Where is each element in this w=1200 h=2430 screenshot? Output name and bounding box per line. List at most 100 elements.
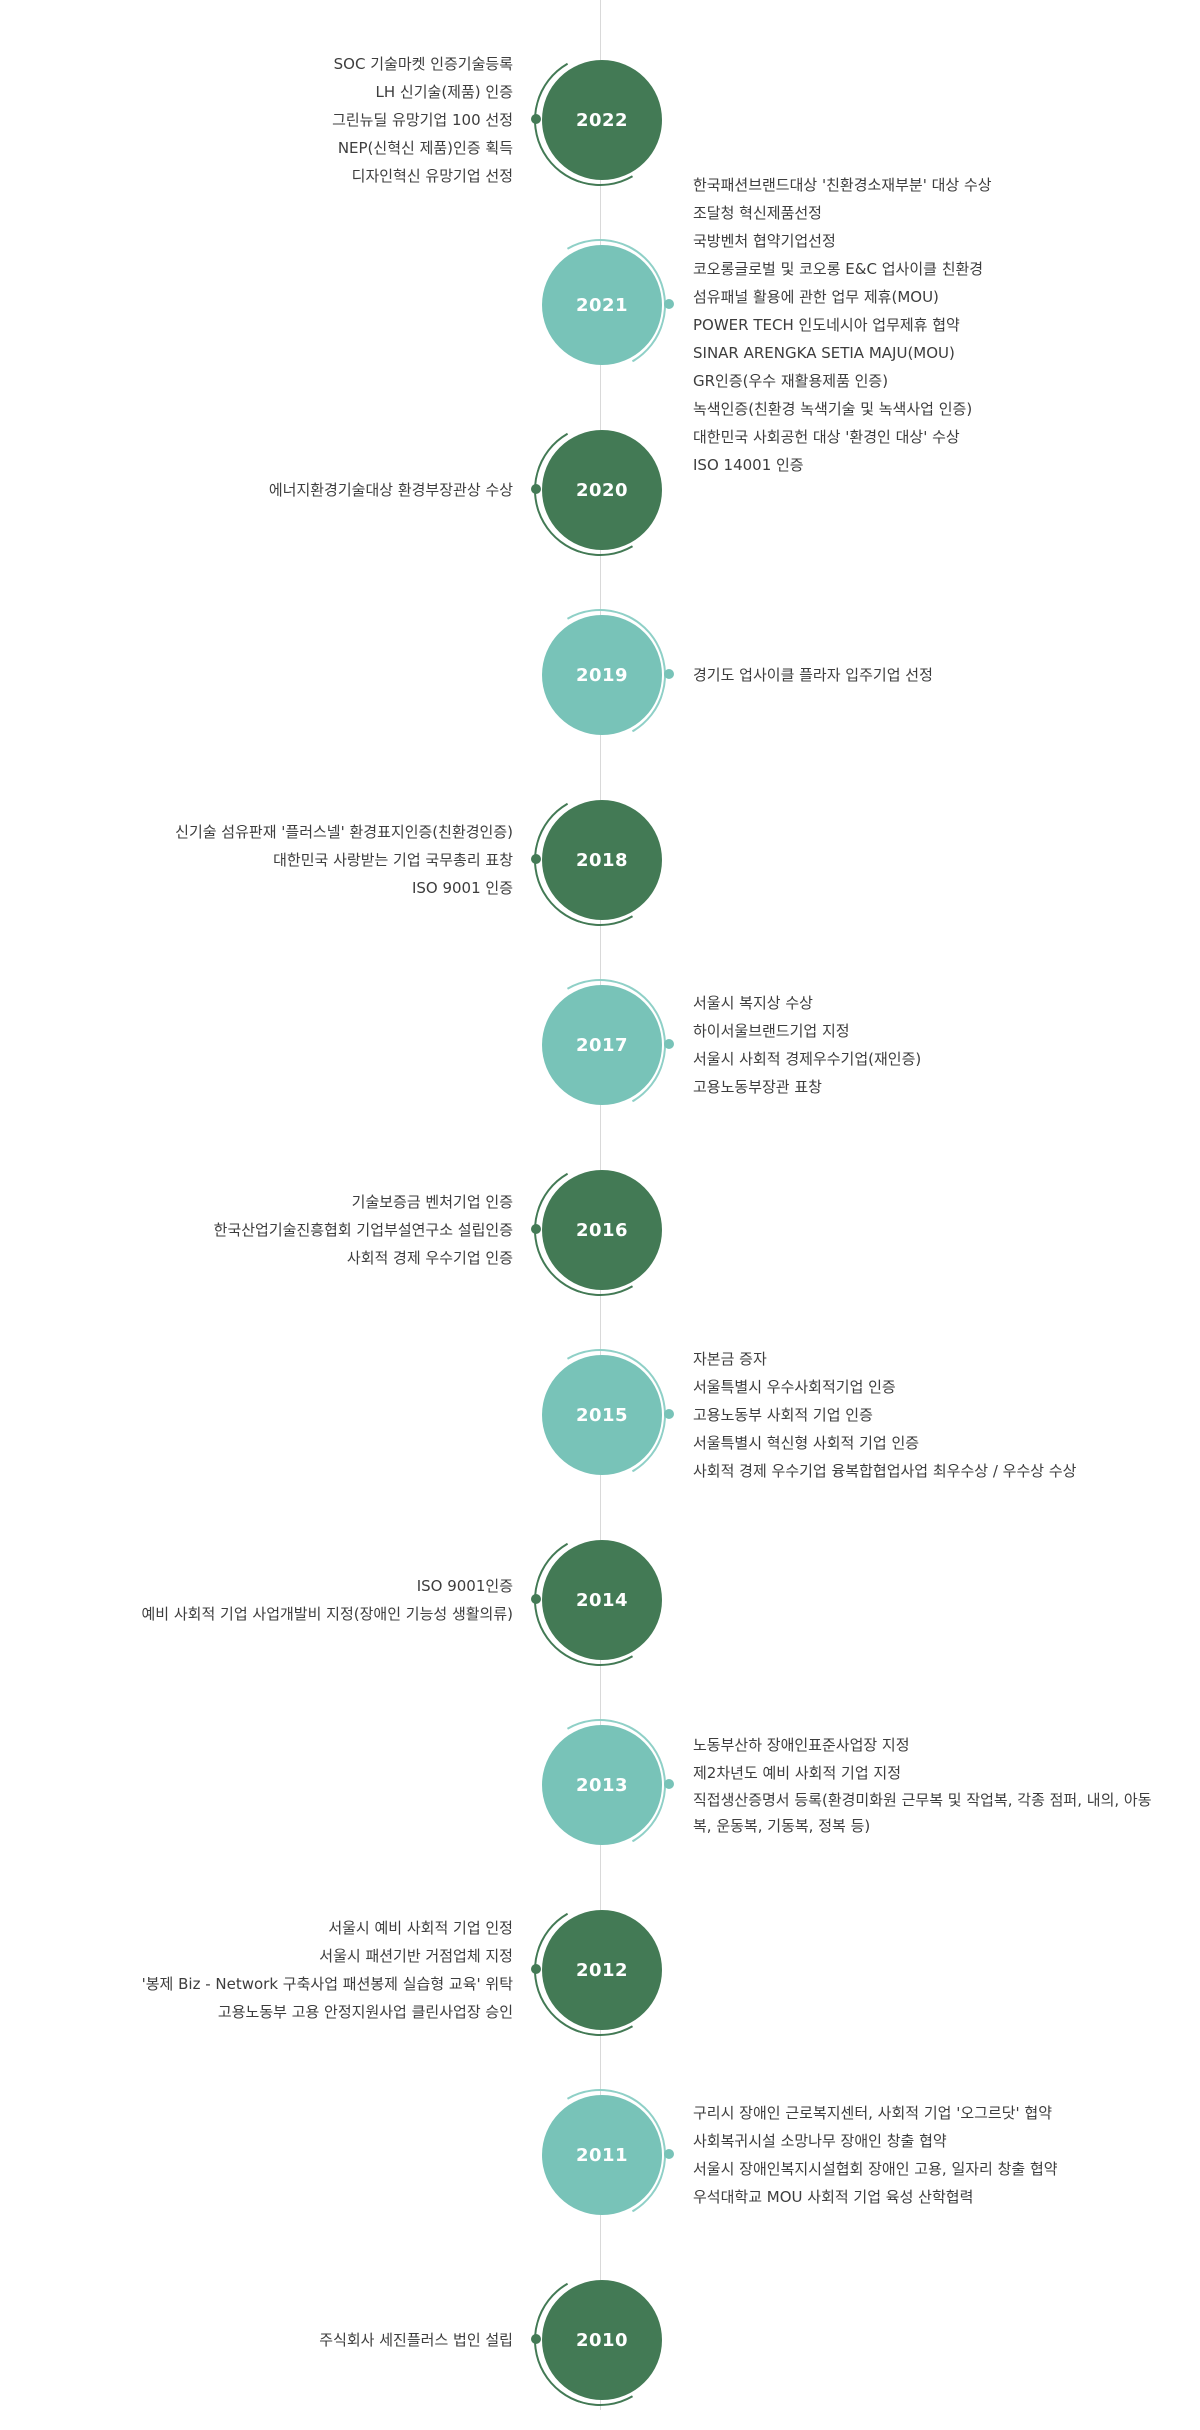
milestone-item: '봉제 Biz - Network 구축사업 패션봉제 실습형 교육' 위탁 [141,1975,513,1993]
milestone-item: 서울시 복지상 수상 [693,994,813,1012]
milestone-item: 예비 사회적 기업 사업개발비 지정(장애인 기능성 생활의류) [141,1605,513,1623]
year-badge: 2020 [542,430,662,550]
timeline-entry: 2020 에너지환경기술대상 환경부장관상 수상 [0,400,1200,580]
milestone-item: 한국패션브랜드대상 '친환경소재부분' 대상 수상 [693,176,992,194]
milestone-item: 에너지환경기술대상 환경부장관상 수상 [268,481,513,499]
connector-dot [531,1594,541,1604]
milestone-list: 경기도 업사이클 플라자 입주기업 선정 [693,661,1153,689]
connector-dot [531,484,541,494]
year-badge: 2019 [542,615,662,735]
milestone-item: 국방벤처 협약기업선정 [693,232,836,250]
milestone-item: 사회복귀시설 소망나무 장애인 창출 협약 [693,2132,947,2150]
milestone-item: 고용노동부 사회적 기업 인증 [693,1406,873,1424]
year-badge: 2018 [542,800,662,920]
connector-dot [531,1224,541,1234]
milestone-item: 조달청 혁신제품선정 [693,204,822,222]
milestone-item: ISO 14001 인증 [693,456,804,474]
milestone-item: ISO 9001 인증 [411,879,513,897]
connector-dot [531,2334,541,2344]
connector-dot [664,2149,674,2159]
milestone-item: 서울시 예비 사회적 기업 인정 [328,1919,513,1937]
milestone-item: 기술보증금 벤처기업 인증 [351,1193,513,1211]
connector-dot [664,1039,674,1049]
connector-dot [531,854,541,864]
milestone-item: SINAR ARENGKA SETIA MAJU(MOU) [693,344,955,362]
milestone-item: 코오롱글로벌 및 코오롱 E&C 업사이클 친환경 [693,260,984,278]
milestone-item: GR인증(우수 재활용제품 인증) [693,372,889,390]
timeline-entry: 2018 신기술 섬유판재 '플러스넬' 환경표지인증(친환경인증) 대한민국 사랑… [0,770,1200,950]
year-badge: 2014 [542,1540,662,1660]
milestone-item: 신기술 섬유판재 '플러스넬' 환경표지인증(친환경인증) [175,823,513,841]
timeline-entry: 2019 경기도 업사이클 플라자 입주기업 선정 [0,585,1200,765]
milestone-item: 한국산업기술진흥협회 기업부설연구소 설립인증 [213,1221,513,1239]
milestone-item: ISO 9001인증 [416,1577,513,1595]
milestone-item: 서울시 장애인복지시설협회 장애인 고용, 일자리 창출 협약 [693,2160,1058,2178]
milestone-item: 대한민국 사회공헌 대상 '환경인 대상' 수상 [693,428,960,446]
milestone-item: 섬유패널 활용에 관한 업무 제휴(MOU) [693,288,939,306]
connector-dot [664,299,674,309]
milestone-item: 직접생산증명서 등록(환경미화원 근무복 및 작업복, 각종 점퍼, 내의, 아… [693,1791,1152,1835]
year-badge: 2013 [542,1725,662,1845]
connector-dot [531,114,541,124]
milestone-item: POWER TECH 인도네시아 업무제휴 협약 [693,316,960,334]
connector-dot [664,1779,674,1789]
milestone-item: 서울특별시 우수사회적기업 인증 [693,1378,896,1396]
milestone-list: 신기술 섬유판재 '플러스넬' 환경표지인증(친환경인증) 대한민국 사랑받는 기… [175,818,513,902]
milestone-item: LH 신기술(제품) 인증 [375,83,513,101]
milestone-item: 서울시 패션기반 거점업체 지정 [319,1947,513,1965]
connector-dot [664,1409,674,1419]
timeline-entry: 2010 주식회사 세진플러스 법인 설립 [0,2250,1200,2430]
milestone-item: 구리시 장애인 근로복지센터, 사회적 기업 '오그르닷' 협약 [693,2104,1053,2122]
milestone-item: 우석대학교 MOU 사회적 기업 육성 산학협력 [693,2188,974,2206]
connector-dot [664,669,674,679]
milestone-list: 에너지환경기술대상 환경부장관상 수상 [269,476,513,504]
year-badge: 2021 [542,245,662,365]
milestone-item: 자본금 증자 [693,1350,767,1368]
milestone-item: 주식회사 세진플러스 법인 설립 [319,2331,513,2349]
milestone-item: 디자인혁신 유망기업 선정 [351,167,513,185]
milestone-item: 노동부산하 장애인표준사업장 지정 [693,1736,910,1754]
milestone-item: 하이서울브랜드기업 지정 [693,1022,850,1040]
year-badge: 2010 [542,2280,662,2400]
year-badge: 2011 [542,2095,662,2215]
year-badge: 2012 [542,1910,662,2030]
milestone-item: 대한민국 사랑받는 기업 국무총리 표창 [273,851,513,869]
milestone-item: 고용노동부장관 표창 [693,1078,822,1096]
year-badge: 2017 [542,985,662,1105]
year-badge: 2015 [542,1355,662,1475]
year-badge: 2016 [542,1170,662,1290]
milestone-item: 그린뉴딜 유망기업 100 선정 [332,111,513,129]
milestone-item: 경기도 업사이클 플라자 입주기업 선정 [693,666,933,684]
milestone-item: 사회적 경제 우수기업 융복합협업사업 최우수상 / 우수상 수상 [693,1462,1077,1480]
milestone-item: SOC 기술마켓 인증기술등록 [333,55,513,73]
milestone-item: 녹색인증(친환경 녹색기술 및 녹색사업 인증) [693,400,973,418]
milestone-item: NEP(신혁신 제품)인증 획득 [337,139,513,157]
milestone-item: 서울특별시 혁신형 사회적 기업 인증 [693,1434,920,1452]
milestone-list: 주식회사 세진플러스 법인 설립 [319,2326,513,2354]
milestone-item: 사회적 경제 우수기업 인증 [346,1249,513,1267]
milestone-item: 고용노동부 고용 안정지원사업 클린사업장 승인 [217,2003,513,2021]
milestone-item: 제2차년도 예비 사회적 기업 지정 [693,1764,902,1782]
milestone-item: 서울시 사회적 경제우수기업(재인증) [693,1050,922,1068]
year-badge: 2022 [542,60,662,180]
connector-dot [531,1964,541,1974]
